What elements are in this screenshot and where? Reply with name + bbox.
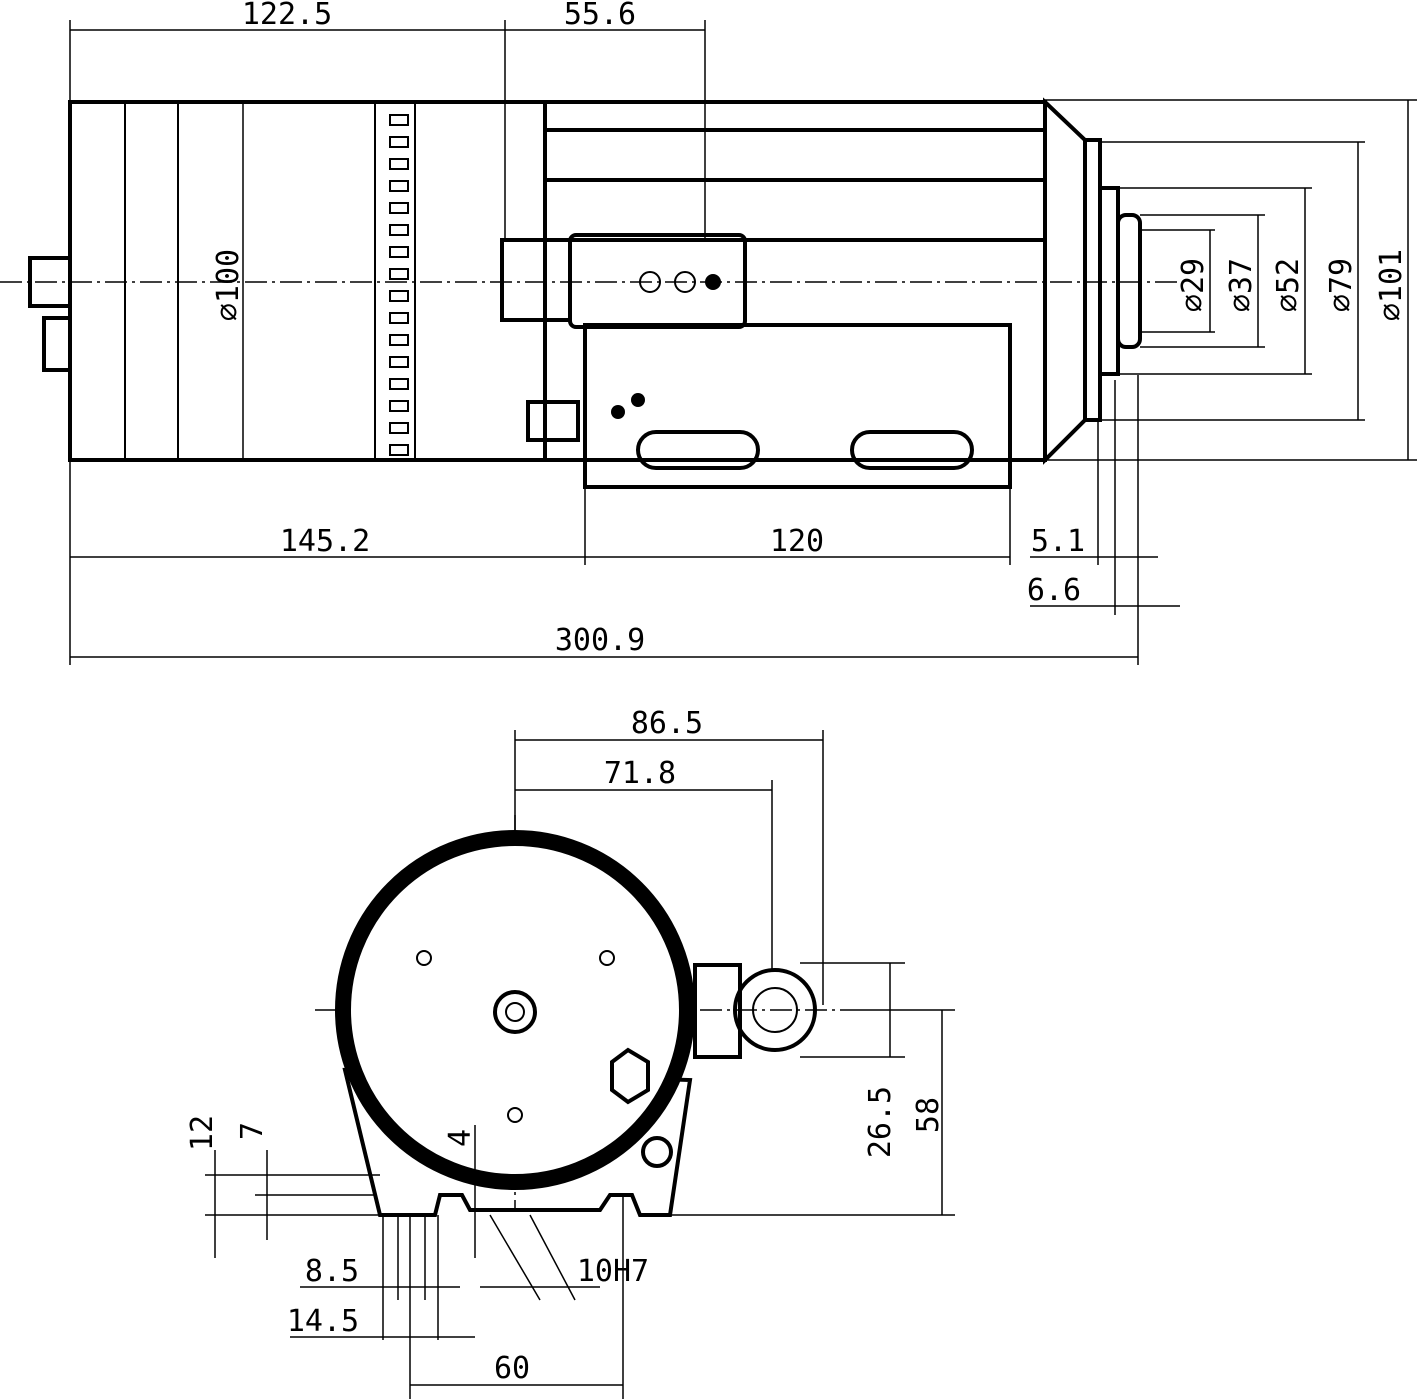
- dim-4: 4: [443, 1129, 478, 1147]
- air-fitting: [526, 400, 580, 442]
- fin-slot: [389, 202, 409, 214]
- fin-slot: [389, 444, 409, 456]
- air-port: [641, 1136, 673, 1168]
- motor-housing: [68, 100, 547, 462]
- fin-slot: [389, 114, 409, 126]
- sensor-housing: [568, 233, 747, 329]
- nose-taper: [1043, 97, 1087, 465]
- fin-slot: [389, 268, 409, 280]
- extension-lines: [69, 20, 1417, 665]
- fin-slot: [389, 422, 409, 434]
- fin-slot: [389, 158, 409, 170]
- fin-slot: [389, 400, 409, 412]
- bracket-hole: [631, 393, 645, 407]
- spindle-nose: [1116, 213, 1142, 349]
- dim-58: 58: [911, 1097, 946, 1133]
- bracket-slot: [636, 430, 760, 470]
- shaft-center: [505, 1002, 525, 1022]
- shaft-connector: [493, 990, 537, 1034]
- dimension-lines: [70, 29, 1409, 658]
- bracket-hole: [611, 405, 625, 419]
- motor-circle: [335, 830, 695, 1190]
- dim-122-5: 122.5: [242, 0, 332, 32]
- power-connector: [28, 256, 72, 308]
- dim-55-6: 55.6: [564, 0, 636, 32]
- fin-slot: [389, 378, 409, 390]
- dimension-lines: [214, 739, 943, 1386]
- dim-8-5: 8.5: [305, 1254, 359, 1289]
- sensor-screw: [705, 274, 721, 290]
- mount-hole: [599, 950, 615, 966]
- dim-dia-79: ⌀79: [1324, 258, 1359, 312]
- dim-dia-100: ⌀100: [211, 249, 246, 321]
- sensor-clamp: [500, 238, 572, 322]
- cable-gland: [42, 316, 72, 372]
- dim-86-5: 86.5: [631, 706, 703, 741]
- hex-fitting: [610, 1047, 650, 1105]
- dim-5-1: 5.1: [1031, 524, 1085, 559]
- sensor-connector: [733, 968, 817, 1052]
- dim-dia-29: ⌀29: [1176, 258, 1211, 312]
- dim-14-5: 14.5: [287, 1304, 359, 1339]
- nose-ring: [1098, 186, 1120, 376]
- extension-lines: [205, 730, 955, 1399]
- dim-120: 120: [770, 524, 824, 559]
- side-view: 122.5 55.6 ⌀100 ⌀29 ⌀37 ⌀52 ⌀79 ⌀101 145…: [0, 0, 1417, 665]
- sensor-screw: [639, 271, 661, 293]
- fin-slot: [389, 224, 409, 236]
- dim-71-8: 71.8: [604, 756, 676, 791]
- dim-60: 60: [494, 1351, 530, 1386]
- sensor-clamp: [693, 963, 742, 1059]
- dim-26-5: 26.5: [863, 1086, 898, 1158]
- fin-slot: [389, 334, 409, 346]
- dim-300-9: 300.9: [555, 623, 645, 658]
- fin-slot: [389, 180, 409, 192]
- dim-6-6: 6.6: [1027, 573, 1081, 608]
- sensor-pins: [752, 987, 798, 1033]
- mount-hole: [416, 950, 432, 966]
- end-view: 86.5 71.8 26.5 58 12 7 4 8.5 14.5 10H7 6…: [185, 706, 955, 1399]
- dim-dia-52: ⌀52: [1271, 258, 1306, 312]
- fin-slot: [389, 246, 409, 258]
- bracket-slot: [850, 430, 974, 470]
- dim-145-2: 145.2: [280, 524, 370, 559]
- dim-7: 7: [235, 1122, 270, 1140]
- nose-flange: [1083, 138, 1102, 422]
- fin-slot: [389, 356, 409, 368]
- dim-10h7: 10H7: [577, 1254, 649, 1289]
- dim-dia-37: ⌀37: [1224, 258, 1259, 312]
- fin-slot: [389, 290, 409, 302]
- fin-slot: [389, 136, 409, 148]
- dim-12: 12: [185, 1115, 220, 1151]
- cooling-fins: [389, 114, 409, 456]
- fin-slot: [389, 312, 409, 324]
- dim-dia-101: ⌀101: [1374, 249, 1409, 321]
- sensor-screw: [674, 271, 696, 293]
- mount-hole: [507, 1107, 523, 1123]
- mounting-bracket: [583, 323, 1012, 489]
